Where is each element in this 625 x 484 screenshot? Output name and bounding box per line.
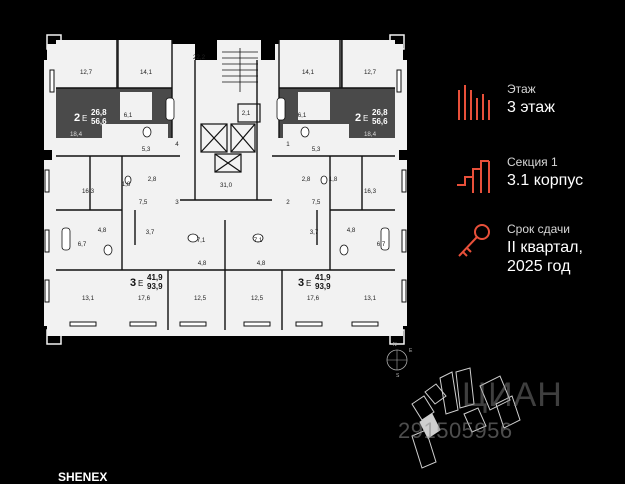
apartment-rooms: 3 [130, 277, 136, 289]
room-area: 17,6 [307, 295, 320, 302]
bathroom-fixtures [61, 97, 390, 256]
floor-label: Этаж [507, 82, 536, 96]
facade-windows [44, 69, 407, 327]
svg-text:N: N [393, 342, 397, 348]
room-area: 18,4 [70, 131, 83, 138]
room-area: 13,1 [82, 295, 95, 302]
room-area: 4,8 [98, 227, 107, 234]
building-floor-icon [458, 85, 490, 120]
brand-logo: SHENEX [58, 470, 108, 484]
apartment-rooms: 2 [74, 112, 80, 124]
room-area: 14,1 [140, 69, 153, 76]
apartment-total-area: 56,6 [372, 117, 388, 126]
room-area: 1,8 [329, 176, 338, 183]
delivery-year: 2025 год [507, 258, 571, 275]
key-icon [458, 224, 490, 257]
room-area: 6,1 [298, 112, 307, 119]
room-labels: 12,7 14,1 22,2 14,1 12,7 6,1 18,4 5,3 4 … [70, 54, 386, 302]
delivery-value: II квартал, 2025 год [507, 238, 583, 276]
svg-text:E: E [409, 348, 413, 354]
room-area: 4,8 [347, 227, 356, 234]
apartment-total-area: 93,9 [147, 282, 163, 291]
room-area: 2,1 [242, 110, 251, 117]
section-value: 3.1 корпус [507, 172, 584, 189]
compass-icon: N E S [386, 342, 413, 379]
apartment-badge[interactable]: 2 Е 26,8 56,6 [355, 108, 388, 126]
room-area: 2,8 [148, 176, 157, 183]
room-area: 31,0 [220, 182, 233, 189]
apartment-living-area: 26,8 [372, 108, 388, 117]
room-area: 12,7 [80, 69, 93, 76]
floor-value: 3 этаж [507, 99, 555, 116]
apartment-badge[interactable]: 2 Е 26,8 56,6 [74, 108, 107, 126]
apartment-rooms: 3 [298, 277, 304, 289]
room-area: 7,5 [312, 199, 321, 206]
svg-text:S: S [396, 373, 400, 379]
site-map [411, 367, 521, 469]
plan-walls [56, 40, 395, 330]
room-area: 7,5 [139, 199, 148, 206]
room-area: 16,3 [364, 188, 377, 195]
apartment-living-area: 41,9 [315, 273, 331, 282]
svg-text:Е: Е [138, 279, 143, 288]
room-area: 7,1 [197, 237, 206, 244]
room-area: 12,7 [364, 69, 377, 76]
room-area: 12,5 [251, 295, 264, 302]
room-area: 4 [175, 141, 179, 148]
apartment-total-area: 93,9 [315, 282, 331, 291]
svg-text:Е: Е [306, 279, 311, 288]
room-area: 17,6 [138, 295, 151, 302]
apartment-living-area: 41,9 [147, 273, 163, 282]
svg-text:Е: Е [363, 114, 368, 123]
room-area: 2,8 [302, 176, 311, 183]
room-area: 16,3 [82, 188, 95, 195]
room-area: 12,5 [194, 295, 207, 302]
room-area: 1 [286, 141, 290, 148]
elevator-core [200, 48, 261, 173]
room-area: 13,1 [364, 295, 377, 302]
section-label: Секция 1 [507, 155, 558, 169]
room-area: 7,1 [254, 237, 263, 244]
svg-text:Е: Е [82, 114, 87, 123]
room-area: 4,8 [257, 260, 266, 267]
apartment-living-area: 26,8 [91, 108, 107, 117]
stairs-section-icon [457, 160, 490, 193]
room-area: 3,7 [310, 229, 319, 236]
room-area: 5,3 [312, 146, 321, 153]
room-area: 3 [175, 199, 179, 206]
room-area: 4,8 [198, 260, 207, 267]
room-area: 6,7 [78, 241, 87, 248]
room-area: 6,7 [377, 241, 386, 248]
room-area: 18,4 [364, 131, 377, 138]
room-area: 14,1 [302, 69, 315, 76]
room-area: 6,1 [124, 112, 133, 119]
room-area: 22,2 [193, 54, 206, 61]
watermark-logo: ЦИАН [462, 376, 563, 414]
delivery-label: Срок сдачи [507, 222, 570, 236]
delivery-quarter: II квартал, [507, 239, 583, 256]
watermark-id: 291505956 [398, 418, 513, 443]
room-area: 5,3 [142, 146, 151, 153]
room-area: 1,8 [122, 181, 131, 188]
apartment-badge[interactable]: 3 Е 41,9 93,9 [130, 273, 163, 291]
room-area: 2 [286, 199, 290, 206]
apartment-rooms: 2 [355, 112, 361, 124]
apartment-badge[interactable]: 3 Е 41,9 93,9 [298, 273, 331, 291]
room-area: 3,7 [146, 229, 155, 236]
apartment-total-area: 56,6 [91, 117, 107, 126]
